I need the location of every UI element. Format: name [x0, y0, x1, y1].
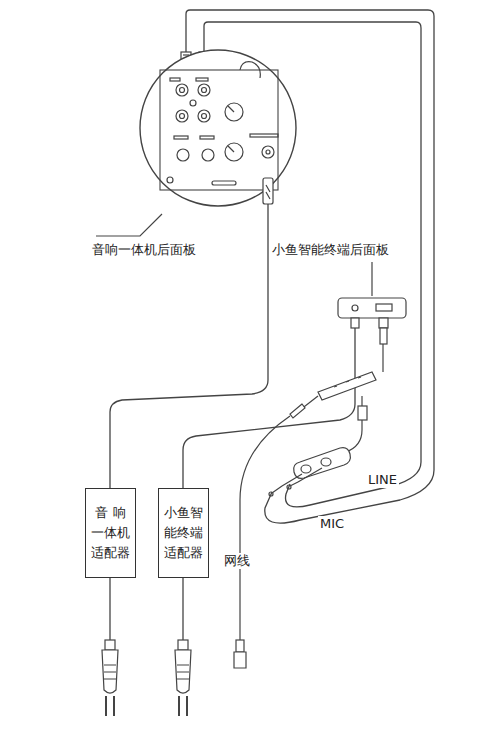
adapter-label: 音 响 一体机 适配器: [90, 503, 130, 563]
part-label: 网线: [222, 553, 252, 569]
part-label: LINE: [366, 472, 399, 488]
part-label: 小鱼智能终端后面板: [270, 242, 391, 258]
part-label: 音响一体机后面板: [90, 242, 198, 258]
adapter-box: 小鱼智 能终端 适配器: [158, 488, 209, 578]
part-label: MIC: [318, 516, 346, 532]
adapter-box: 音 响 一体机 适配器: [85, 488, 136, 578]
adapter-label: 小鱼智 能终端 适配器: [163, 503, 203, 563]
